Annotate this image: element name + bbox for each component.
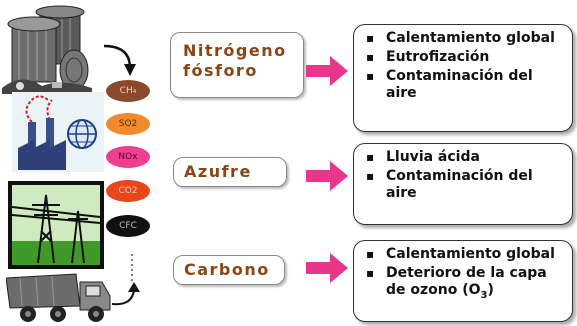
gas-ch4: CH₄	[106, 80, 150, 102]
effect-text: Deterioro de la capa de ozono (O	[386, 265, 547, 298]
pink-arrow-icon	[306, 161, 348, 191]
gas-so2: SO2	[106, 113, 150, 135]
effect-item: Deterioro de la capa de ozono (O3)	[364, 265, 564, 304]
effects-list: Lluvia ácida Contaminación del aire	[364, 149, 564, 202]
gas-label: CFC	[119, 221, 137, 231]
effect-item: Calentamiento global	[364, 30, 564, 47]
element-label: fósforo	[183, 61, 258, 80]
effect-item: Contaminación del aire	[364, 168, 564, 202]
effects-box-nitrogeno-fosforo: Calentamiento global Eutrofización Conta…	[353, 24, 573, 132]
element-box-nitrogeno-fosforo: Nitrógeno fósforo	[170, 32, 304, 98]
dump-truck-illustration	[6, 273, 111, 322]
factory-illustration	[12, 92, 104, 172]
gas-label: CO2	[118, 186, 138, 196]
element-box-carbono: Carbono	[173, 255, 285, 285]
effect-item: Eutrofización	[364, 49, 564, 66]
effects-list: Calentamiento global Deterioro de la cap…	[364, 246, 564, 304]
pink-arrow-icon	[306, 253, 348, 283]
trash-cans-illustration	[2, 5, 92, 94]
effect-item: Lluvia ácida	[364, 149, 564, 166]
curved-arrow-up-icon	[111, 282, 140, 306]
effect-item: Calentamiento global	[364, 246, 564, 263]
effect-item: Contaminación del aire	[364, 68, 564, 102]
gas-nox: NOx	[106, 146, 150, 168]
effects-box-carbono: Calentamiento global Deterioro de la cap…	[353, 240, 573, 322]
power-lines-illustration	[8, 181, 104, 269]
element-label: Carbono	[184, 260, 270, 279]
gas-label: NOx	[118, 152, 138, 162]
effect-text-close: )	[487, 282, 494, 298]
effects-box-azufre: Lluvia ácida Contaminación del aire	[353, 143, 573, 225]
gas-co2: CO2	[106, 180, 150, 202]
gas-cfc: CFC	[106, 215, 150, 237]
gas-label: SO2	[118, 119, 138, 129]
gas-label: CH₄	[119, 86, 137, 96]
pink-arrow-icon	[306, 56, 348, 86]
element-label: Azufre	[184, 162, 252, 181]
dotted-connector	[131, 254, 133, 284]
element-label: Nitrógeno	[183, 41, 287, 60]
curved-arrow-icon	[103, 44, 136, 76]
element-box-azufre: Azufre	[173, 157, 287, 187]
subscript-3: 3	[480, 289, 488, 301]
effects-list: Calentamiento global Eutrofización Conta…	[364, 30, 564, 102]
